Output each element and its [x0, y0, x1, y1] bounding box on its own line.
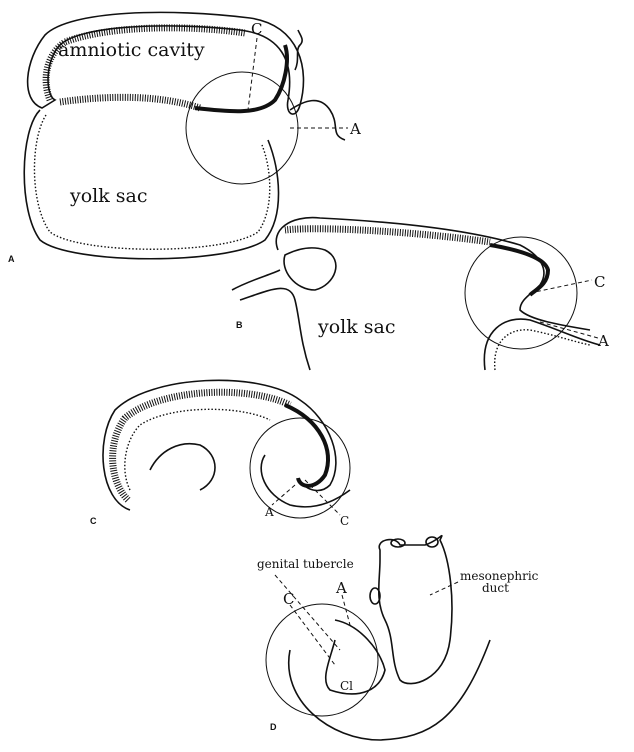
panel-c: A C C	[90, 379, 351, 528]
amniotic-cavity-label: amniotic cavity	[58, 39, 205, 61]
panel-a: amniotic cavity yolk sac C A A	[8, 11, 361, 264]
yolk-sac-inner	[33, 114, 271, 250]
yolk-sac-label-b: yolk sac	[317, 316, 396, 338]
amnion-outline	[26, 11, 305, 115]
duct-opening-3	[369, 587, 381, 605]
region-circle-d	[265, 603, 379, 717]
embryo-outline-b	[275, 216, 591, 331]
line-a-d	[341, 594, 351, 626]
embryo-hatch-b	[284, 225, 491, 246]
panel-d: genital tubercle A C mesonephric duct Cl…	[257, 535, 539, 741]
duct-label: duct	[482, 581, 509, 595]
marker-a-d: A	[335, 579, 347, 597]
marker-c-c: C	[340, 514, 349, 528]
line-c-d	[289, 604, 336, 666]
line-mesonephric	[429, 581, 459, 596]
heart-b	[283, 247, 337, 291]
tail-c	[260, 454, 351, 508]
allantois-b	[483, 318, 601, 371]
amnion-hatch	[42, 24, 246, 102]
line-c-a	[247, 37, 258, 111]
outer-curve-d	[287, 639, 491, 741]
panel-label-a: A	[8, 254, 15, 264]
duct-opening-2	[425, 536, 439, 548]
duct-opening-1	[390, 538, 406, 548]
head-c	[149, 443, 216, 491]
panel-label-c: C	[90, 516, 97, 526]
genital-tubercle-label: genital tubercle	[257, 557, 354, 571]
marker-a-a: A	[349, 120, 361, 138]
region-circle-c	[249, 417, 351, 519]
cloaca-label: Cl	[340, 679, 353, 693]
mesonephric-label: mesonephric	[460, 569, 539, 583]
allantois-inner-b	[494, 329, 591, 371]
tail-line	[294, 29, 303, 71]
neural-tube-c	[284, 403, 331, 488]
inner-outline-c	[124, 408, 271, 491]
mesonephric-body	[377, 535, 453, 685]
yolk-sac-outline	[23, 109, 280, 260]
line-a-b	[539, 321, 599, 339]
panel-b: yolk sac C A B	[231, 216, 609, 371]
panel-label-d: D	[270, 722, 277, 732]
embryonic-disc	[59, 93, 202, 112]
region-circle-b	[464, 236, 578, 350]
marker-a-b: A	[597, 332, 609, 350]
yolk-sac-label-a: yolk sac	[69, 185, 148, 207]
marker-a-c: A	[264, 505, 274, 519]
marker-c-a: C	[251, 20, 262, 38]
marker-c-d: C	[283, 590, 294, 608]
hindgut-d	[325, 619, 386, 695]
line-genital	[274, 574, 341, 651]
line-c-c	[304, 479, 341, 516]
allantois-stalk	[289, 99, 346, 141]
marker-c-b: C	[594, 273, 605, 291]
embryo-outline-c	[102, 379, 337, 511]
panel-label-b: B	[236, 320, 243, 330]
yolk-sac-line-b	[239, 287, 311, 371]
line-a-c	[271, 484, 296, 506]
yolk-sac-left-b	[231, 269, 281, 291]
neural-tube-b	[489, 243, 551, 297]
neural-plate	[194, 44, 289, 114]
line-c-b	[529, 279, 593, 294]
